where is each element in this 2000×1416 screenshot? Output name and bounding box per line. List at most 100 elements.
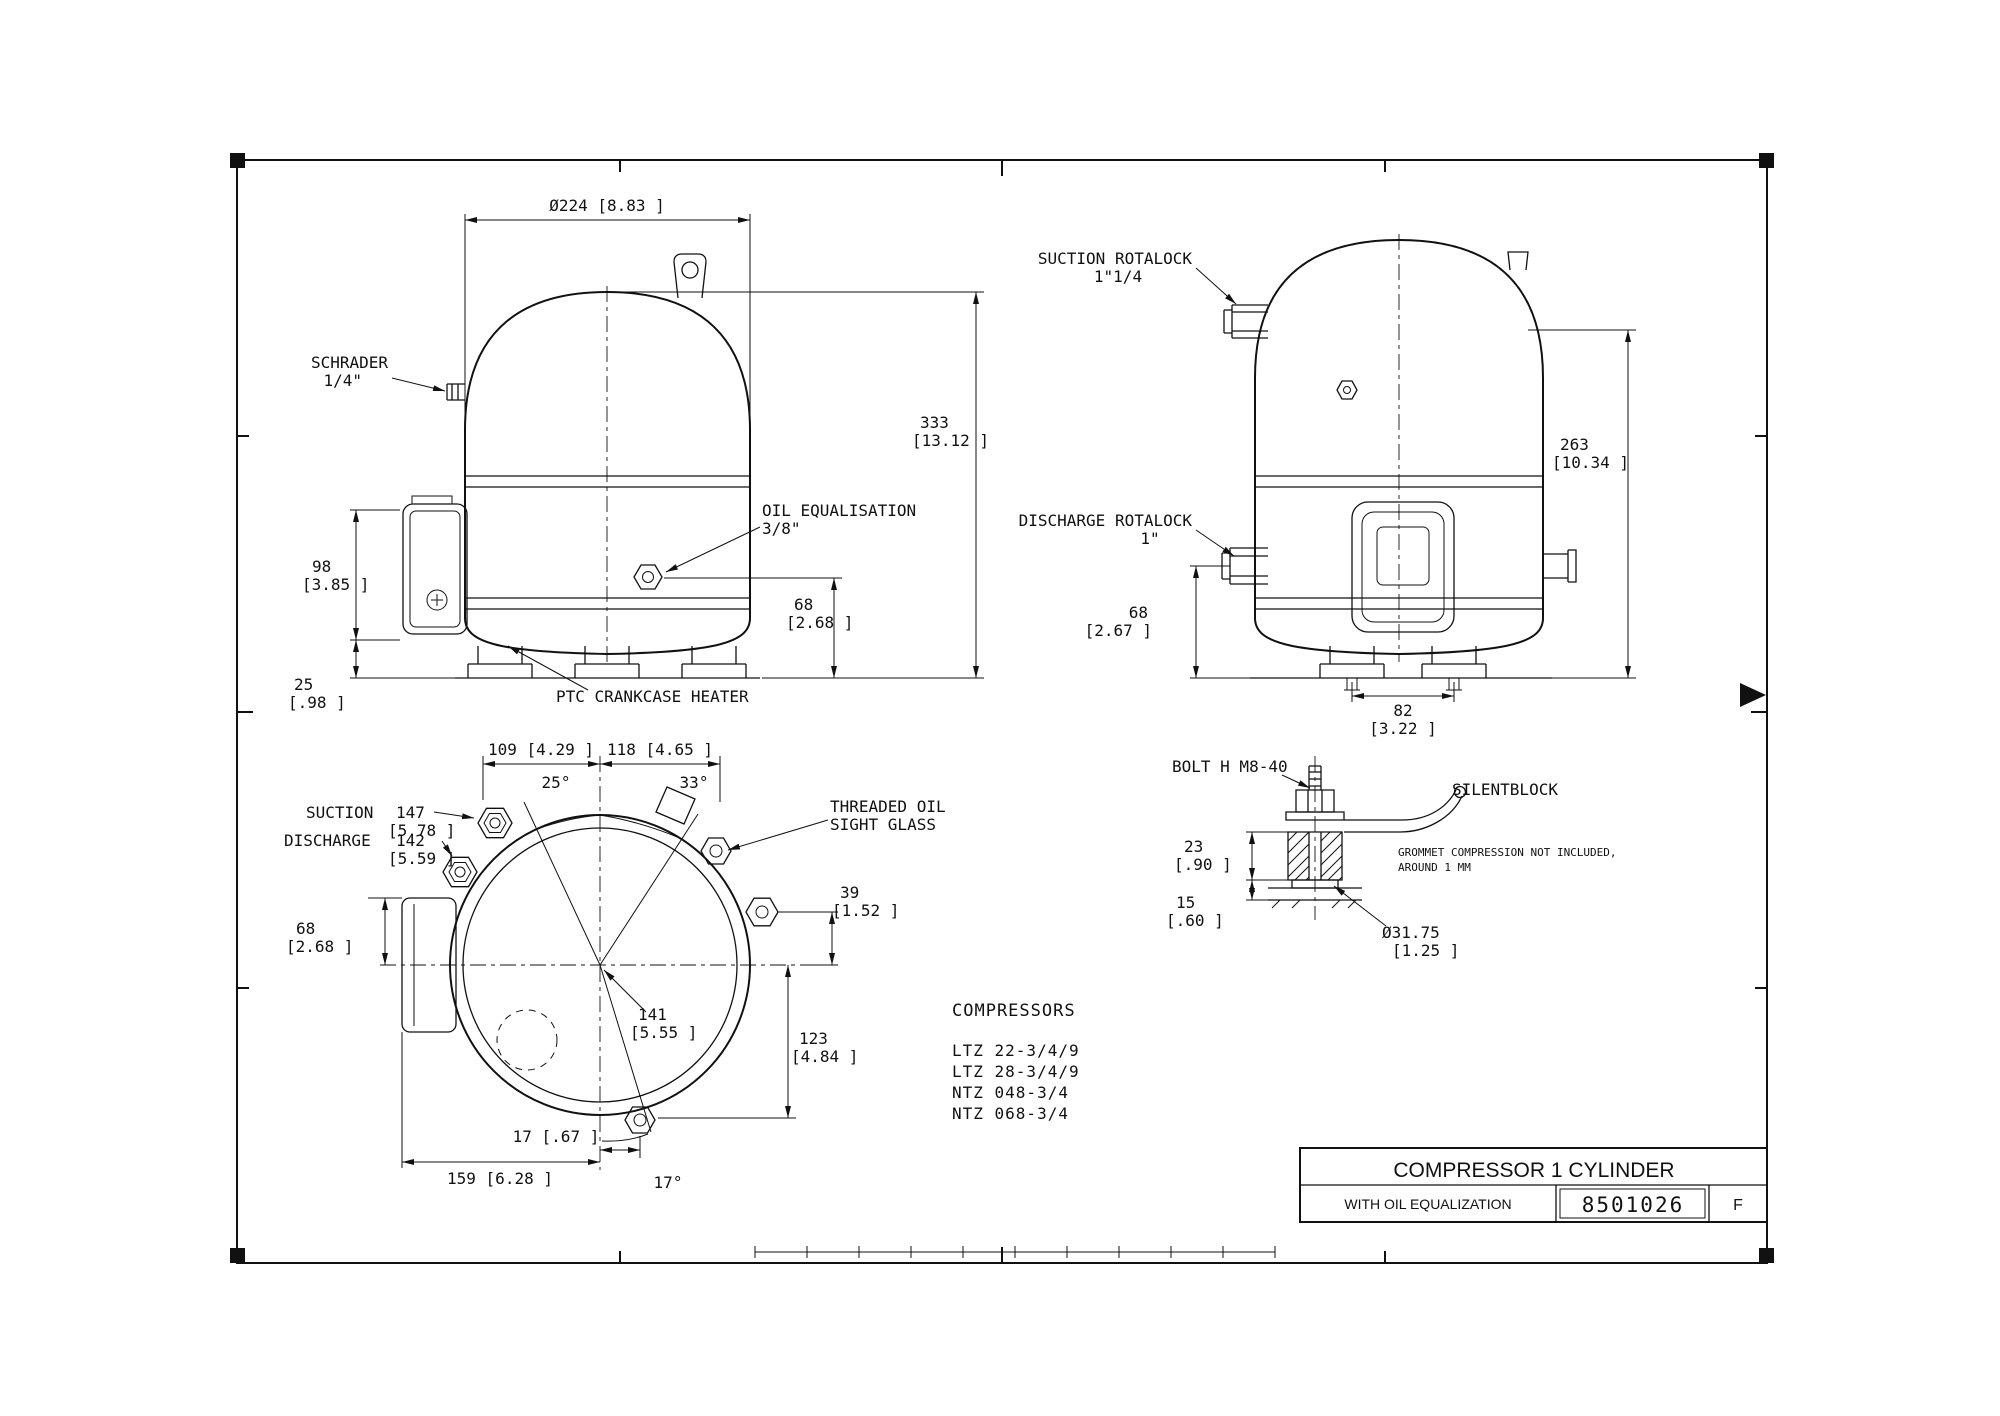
dim-top-suction-mm: 147 (396, 803, 425, 822)
label-suction-rotalock-line1: SUCTION ROTALOCK (1038, 249, 1192, 268)
grommet-hatching (1287, 831, 1343, 881)
dim-top-141-in: [5.55 ] (630, 1023, 697, 1042)
front-weld-bands (465, 475, 750, 610)
dim-grommet-diameter-in: [1.25 ] (1392, 941, 1459, 960)
label-top-discharge: DISCHARGE (284, 831, 371, 850)
compressor-model: LTZ 22-3/4/9 (952, 1041, 1080, 1060)
dim-top-109: 109 [4.29 ] (488, 740, 594, 759)
dim-top-discharge-mm: 142 (396, 831, 425, 850)
compressor-list: COMPRESSORS LTZ 22-3/4/9 LTZ 28-3/4/9 NT… (952, 1001, 1080, 1123)
base-plate (1268, 887, 1362, 901)
dim-top-39-in: [1.52 ] (832, 901, 899, 920)
compressor-model: NTZ 048-3/4 (952, 1083, 1069, 1102)
label-schrader-line1: SCHRADER (311, 353, 388, 372)
port-angle-rays (523, 801, 699, 1133)
drawing-title: COMPRESSOR 1 CYLINDER (1393, 1159, 1674, 1182)
fold-arrow-mark (1740, 683, 1766, 707)
note-grommet-line1: GROMMET COMPRESSION NOT INCLUDED, (1398, 846, 1617, 859)
label-schrader-line2: 1/4" (323, 371, 362, 390)
label-oil-eq-line2: 3/8" (762, 519, 801, 538)
dim-top-68-mm: 68 (296, 919, 315, 938)
side-view: SUCTION ROTALOCK 1"1/4 DISCHARGE ROTALOC… (1019, 234, 1636, 738)
dim-angle-17: 17° (654, 1173, 683, 1192)
label-silentblock: SILENTBLOCK (1452, 780, 1558, 799)
frame-fold-ticks (237, 160, 1767, 1263)
dim-top-suction-in: [5.78 ] (388, 821, 455, 840)
sheet-frame (230, 153, 1774, 1264)
label-sight-glass-line2: SIGHT GLASS (830, 815, 936, 834)
dim-angle-33: 33° (680, 773, 709, 792)
corner-mark-top-right (1759, 153, 1774, 168)
dim-base-mm: 15 (1176, 893, 1195, 912)
dim-bolt-spacing-mm: 82 (1393, 701, 1412, 720)
top-discharge-fitting (442, 856, 478, 888)
front-shell-outline (464, 290, 751, 656)
silentblock-dimensions (1246, 774, 1387, 927)
lifting-lug-hole (681, 261, 699, 279)
lifting-lug (673, 253, 707, 299)
right-mounting-lug (745, 897, 779, 927)
side-lifting-lug (1507, 251, 1529, 271)
front-terminal-box (402, 495, 468, 635)
bracket-rolled-edge (1453, 785, 1467, 799)
front-view: Ø224 [8.83 ] 333 [13.12 ] 68 [2.68 ] 98 … (288, 196, 989, 712)
label-oil-eq-line1: OIL EQUALISATION (762, 501, 916, 520)
dim-top-123-mm: 123 (799, 1029, 828, 1048)
shell-plug-fitting (1336, 380, 1358, 400)
front-feet (455, 646, 760, 679)
angle-arcs (536, 814, 683, 1142)
foot-bracket-arm (1344, 789, 1463, 833)
top-view: 109 [4.29 ] 118 [4.65 ] 25° 33° SUCTION … (284, 740, 946, 1192)
bottom-mounting-lug (624, 1106, 656, 1134)
dim-front-oil-height-mm: 68 (794, 595, 813, 614)
dim-top-118: 118 [4.65 ] (607, 740, 713, 759)
oil-eq-fitting (633, 564, 663, 590)
compressor-list-heading: COMPRESSORS (952, 1001, 1076, 1021)
dim-angle-25: 25° (542, 773, 571, 792)
dim-side-height-in: [10.34 ] (1552, 453, 1629, 472)
bolt-stud (1308, 765, 1322, 790)
compressor-model: LTZ 28-3/4/9 (952, 1062, 1080, 1081)
dim-front-box-height-in: [3.85 ] (302, 575, 369, 594)
dim-front-height-in: [13.12 ] (912, 431, 989, 450)
side-view-dimensions (1190, 267, 1636, 702)
side-terminal-box (1351, 501, 1455, 633)
front-view-dimensions (350, 214, 984, 691)
note-grommet-line2: AROUND 1 MM (1398, 861, 1471, 874)
dim-side-height-mm: 263 (1560, 435, 1589, 454)
cable-gland (1543, 549, 1577, 583)
dim-top-141-mm: 141 (638, 1005, 667, 1024)
label-sight-glass-line1: THREADED OIL (830, 797, 946, 816)
drawing-revision: F (1733, 1197, 1743, 1214)
side-shell-outline (1254, 238, 1544, 656)
label-top-suction: SUCTION (306, 803, 373, 822)
compressor-model: NTZ 068-3/4 (952, 1104, 1069, 1123)
dim-top-159: 159 [6.28 ] (447, 1169, 553, 1188)
dim-top-17: 17 [.67 ] (513, 1127, 600, 1146)
corner-mark-bottom-right (1759, 1248, 1774, 1263)
oil-sight-glass (700, 837, 732, 865)
dim-top-39-mm: 39 (840, 883, 859, 902)
dim-side-discharge-height-in: [2.67 ] (1085, 621, 1152, 640)
silentblock-detail: BOLT H M8-40 SILENTBLOCK 23 [.90 ] 15 [.… (1166, 756, 1617, 960)
scale-ruler (754, 1246, 1276, 1258)
side-feet (1250, 646, 1552, 679)
top-view-dimensions (368, 756, 838, 1168)
dim-base-in: [.60 ] (1166, 911, 1224, 930)
oil-eq-fitting-hole (642, 571, 654, 583)
drawing-number-cell (1559, 1188, 1706, 1219)
dim-front-base-mm: 25 (294, 675, 313, 694)
corner-mark-top-left (230, 153, 245, 168)
base-plate-hatching (1271, 899, 1357, 909)
drawing-subtitle: WITH OIL EQUALIZATION (1344, 1196, 1511, 1212)
dim-top-discharge-in: [5.59 ] (388, 849, 455, 868)
label-bolt: BOLT H M8-40 (1172, 757, 1288, 776)
dim-grommet-in: [.90 ] (1174, 855, 1232, 874)
dim-front-oil-height-in: [2.68 ] (786, 613, 853, 632)
dim-grommet-diameter: Ø31.75 (1382, 923, 1440, 942)
dim-front-height-mm: 333 (920, 413, 949, 432)
dim-front-base-in: [.98 ] (288, 693, 346, 712)
foot-bolts (1344, 678, 1462, 691)
side-weld-bands (1255, 475, 1543, 610)
